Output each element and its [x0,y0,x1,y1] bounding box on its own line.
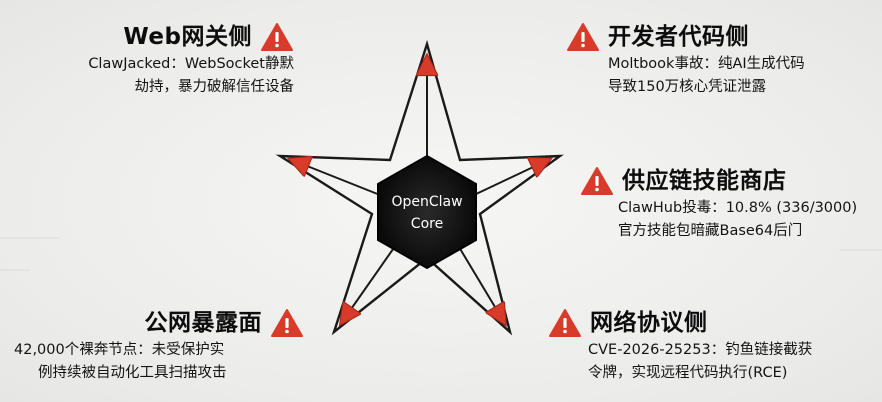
arrow-to-left [292,160,381,196]
callout-public-exposure: 公网暴露面 42,000个裸奔节点：未受保护实 例持续被自动化工具扫描攻击 [8,308,308,384]
callout-developer-code-line1: Moltbook事故：纯AI生成代码 [608,56,805,72]
callout-network-protocol-header: 网络协议侧 [548,308,848,338]
callout-supply-chain-header: 供应链技能商店 [580,166,880,196]
callout-web-gateway-title: Web网关侧 [123,24,252,50]
callout-public-exposure-line2: 例持续被自动化工具扫描攻击 [38,365,227,381]
callout-supply-chain-line1: ClawHub投毒：10.8% (336/3000) [618,200,858,216]
warning-triangle-icon [271,309,303,337]
warning-triangle-icon [261,23,293,51]
callout-network-protocol-line1: CVE-2026-25253：钓鱼链接截获 [588,342,813,358]
callout-supply-chain: 供应链技能商店 ClawHub投毒：10.8% (336/3000) 官方技能包… [580,166,880,242]
warning-triangle-icon [549,309,581,337]
arrow-to-bottom-right [455,241,504,322]
callout-supply-chain-title: 供应链技能商店 [622,168,787,194]
callout-supply-chain-line2: 官方技能包暗藏Base64后门 [618,223,803,239]
core-label-line2: Core [411,216,443,232]
attack-arrows [292,58,548,322]
callout-web-gateway-line1: ClawJacked：WebSocket静默 [88,56,294,72]
core-hexagon [377,154,477,270]
callout-web-gateway-line2: 劫持，暴力破解信任设备 [134,79,295,95]
callout-developer-code-header: 开发者代码侧 [566,22,866,52]
callout-web-gateway-header: Web网关侧 [12,22,294,52]
callout-web-gateway: Web网关侧 ClawJacked：WebSocket静默 劫持，暴力破解信任设… [12,22,294,98]
callout-developer-code-line2: 导致150万核心凭证泄露 [608,79,767,95]
background-guides [0,237,882,271]
arrow-to-right [473,160,548,196]
callout-public-exposure-header: 公网暴露面 [8,308,308,338]
callout-network-protocol-line2: 令牌，实现远程代码执行(RCE) [588,365,788,381]
callout-network-protocol: 网络协议侧 CVE-2026-25253：钓鱼链接截获 令牌，实现远程代码执行(… [548,308,848,384]
arrow-to-bottom-left [342,241,399,322]
warning-triangle-icon [567,23,599,51]
callout-developer-code: 开发者代码侧 Moltbook事故：纯AI生成代码 导致150万核心凭证泄露 [566,22,866,98]
callout-developer-code-title: 开发者代码侧 [608,24,749,50]
callout-public-exposure-title: 公网暴露面 [144,310,262,336]
callout-network-protocol-title: 网络协议侧 [590,310,708,336]
callout-public-exposure-line1: 42,000个裸奔节点：未受保护实 [14,342,225,358]
core-label-line1: OpenClaw [391,194,462,210]
warning-triangle-icon [581,167,613,195]
